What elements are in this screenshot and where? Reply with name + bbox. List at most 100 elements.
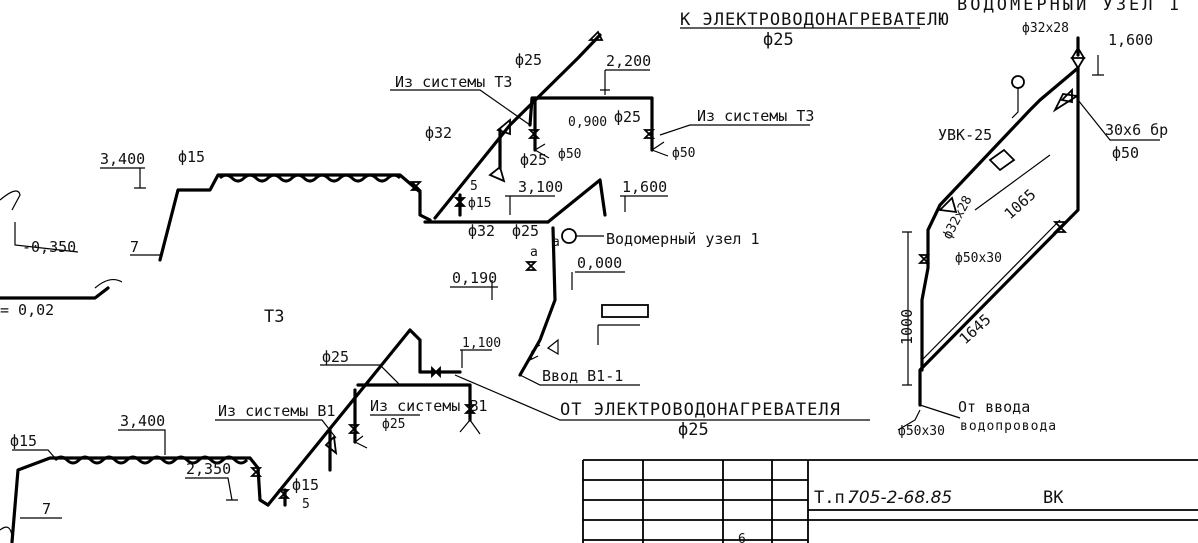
- check-valve-icon: [496, 118, 511, 136]
- title-block-grid: [582, 459, 1198, 543]
- check-valve-icon: [324, 435, 338, 456]
- check-valve-icon: [546, 338, 559, 356]
- dim-d32-b: ф32: [468, 222, 495, 240]
- dim-d25-b1: ф25: [382, 417, 405, 432]
- supply-leader: [897, 409, 921, 431]
- dim-1100: [460, 349, 492, 368]
- valve-icon: [409, 181, 423, 191]
- valve-icon: [1060, 87, 1073, 104]
- manometer-stem: [1011, 88, 1019, 119]
- b1-left-hook: [0, 526, 13, 537]
- leader-t3-left: [390, 89, 531, 126]
- label-from-b1-left: Из системы В1: [218, 402, 335, 420]
- label-a: а: [552, 235, 560, 250]
- dim-1600-r: 1,600: [1108, 31, 1153, 49]
- dim-0000-label: 0,000: [577, 254, 622, 272]
- dim-3100: [505, 195, 555, 215]
- dim-d50-b: ф50: [672, 146, 695, 161]
- dim-d50-r: ф50: [1112, 144, 1139, 162]
- dim-line-1065: [974, 154, 1051, 211]
- valve-icon: [453, 197, 467, 207]
- leader-from-heater: [454, 374, 870, 421]
- t3-left-stub: [0, 286, 110, 300]
- title-note: 6: [738, 532, 746, 543]
- leader-d15-bot: [12, 449, 56, 459]
- dim-d15-top: ф15: [178, 148, 205, 166]
- dim-d25-right: ф25: [614, 108, 641, 126]
- b1-flex-pipe: [53, 455, 249, 465]
- check-valve-icon: [938, 196, 958, 214]
- label-uvk: УВК-25: [938, 126, 992, 144]
- dim-2350-label: 2,350: [186, 460, 231, 478]
- label-from-b1-right: Из системы В1: [370, 397, 487, 415]
- dim-1600-mid-label: 1,600: [622, 178, 667, 196]
- dim-d15-low: ф15: [292, 476, 319, 494]
- dim-3400-low: [118, 429, 166, 455]
- title-doc-number: 705-2-68.85: [848, 488, 952, 508]
- dim-3100-label: 3,100: [518, 178, 563, 196]
- b1-riser-main: [10, 456, 270, 543]
- manometer-icon: [1011, 75, 1025, 89]
- label-from-t3-right: Из системы Т3: [697, 107, 814, 125]
- water-meter-icon: [561, 228, 577, 244]
- t3-top-loop: [528, 96, 654, 127]
- label-from-supply: От ввода: [958, 398, 1030, 416]
- top-right-header: ВОДОМЕРНЫЙ УЗЕЛ 1: [957, 0, 1182, 15]
- b1-system: [0, 328, 481, 543]
- dim-line-1645: [921, 219, 1061, 361]
- dim-d15-bot: ф15: [10, 432, 37, 450]
- t3-meter-branch: [546, 178, 607, 224]
- dim-d25-mid: ф25: [520, 151, 547, 169]
- t3-flex-pipe: [218, 173, 402, 183]
- valve-icon: [277, 489, 291, 499]
- label-inlet: Ввод В1-1: [542, 367, 623, 385]
- label-from-heater-dia: ф25: [678, 420, 709, 440]
- t3-inlet-riser: [518, 226, 557, 377]
- valve-icon: [347, 424, 361, 434]
- dim-1100-label: 1,100: [462, 336, 501, 351]
- drain-symbol-icon: [601, 304, 649, 318]
- dim-m0350: [14, 222, 79, 253]
- leader-inlet: [519, 374, 640, 386]
- valve-icon: [1052, 221, 1068, 233]
- leader-d25-low: [320, 364, 401, 386]
- dim-5-bot: 5: [302, 497, 310, 512]
- label-from-t3-left: Из системы Т3: [395, 73, 512, 91]
- dim-d50-a: ф50: [558, 147, 581, 162]
- dim-m0350-label: -0,350: [22, 238, 76, 256]
- dim-line-1000: [902, 231, 912, 386]
- dim-3400-top: [100, 167, 146, 189]
- dim-d25-low: ф25: [322, 348, 349, 366]
- t3-left-arc: [0, 190, 21, 211]
- dim-0900-label: 0,900: [568, 115, 607, 130]
- dim-1600-mid: [620, 195, 668, 212]
- dim-d50x30-bot: ф50х30: [898, 424, 945, 439]
- dim-3400-top-label: 3,400: [100, 150, 145, 168]
- supply-leader-2: [919, 404, 961, 419]
- leader-t3-right: [659, 124, 810, 136]
- valve-icon: [642, 129, 656, 139]
- valve-icon: [587, 30, 604, 41]
- dim-0190: [450, 280, 498, 300]
- fixture-icon: [354, 435, 368, 449]
- title-section: ВК: [1043, 488, 1064, 508]
- meter-loop-left: [920, 66, 1080, 372]
- dim-7-top: 7: [130, 238, 139, 256]
- dim-3400-low-label: 3,400: [120, 412, 165, 430]
- dim-d25-top: ф25: [515, 51, 542, 69]
- label-a2: а: [530, 245, 538, 260]
- dim-2350: [185, 477, 238, 501]
- label-from-supply-2: водопровода: [960, 419, 1057, 434]
- t3-riser-main: [158, 173, 432, 262]
- valve-icon: [524, 261, 538, 271]
- water-meter-icon: [988, 148, 1016, 172]
- dim-002: = 0,02: [0, 301, 54, 319]
- valve-icon: [1070, 46, 1086, 70]
- dim-5-top: 5: [470, 179, 478, 194]
- label-t3: Т3: [264, 307, 284, 327]
- label-from-heater: ОТ ЭЛЕКТРОВОДОНАГРЕВАТЕЛЯ: [560, 400, 841, 420]
- valve-icon: [917, 254, 931, 264]
- dim-1000: 1000: [898, 309, 916, 345]
